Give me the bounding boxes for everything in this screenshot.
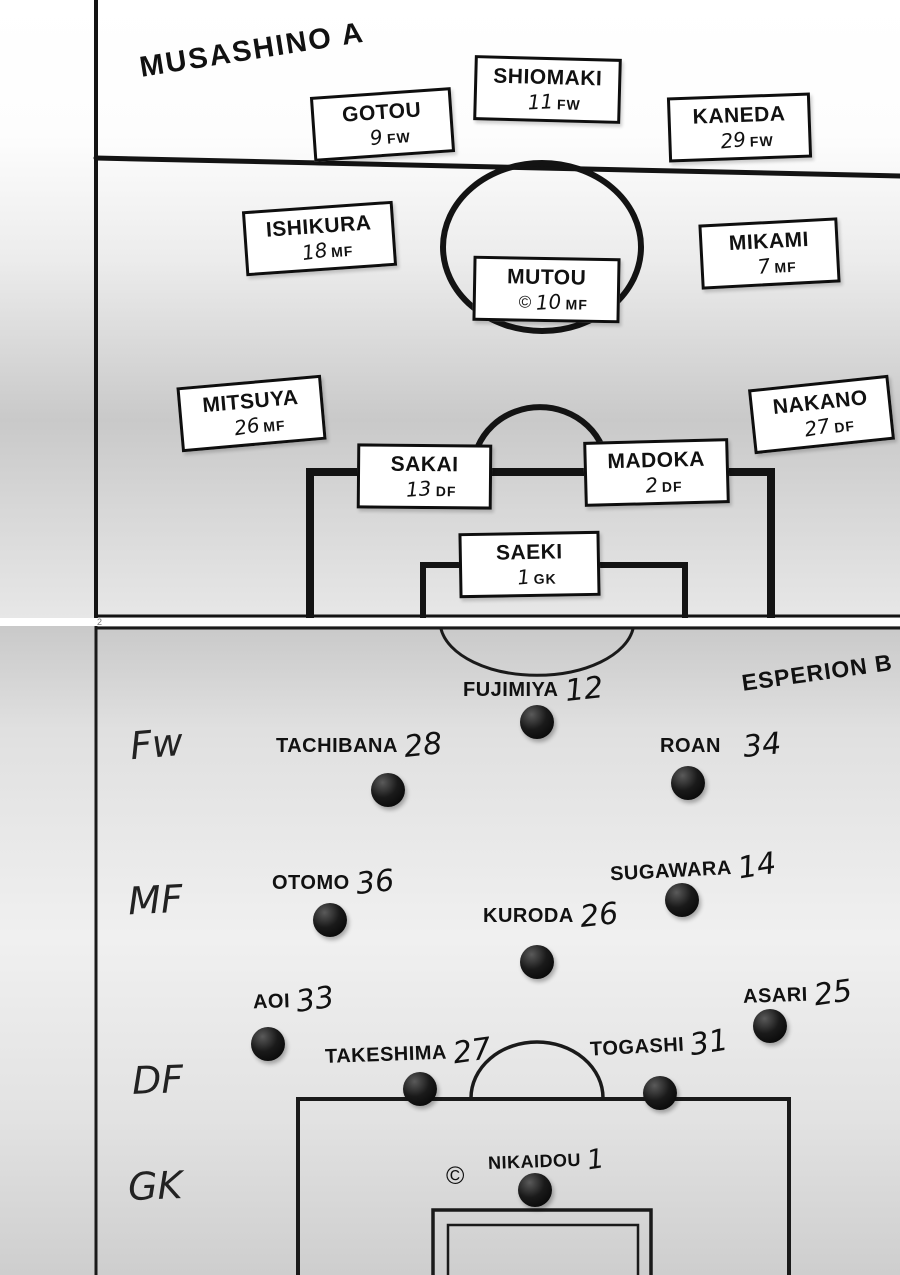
position-label-fw: Fw [128,719,185,769]
player-position: MF [565,296,588,313]
player-name: NIKAIDOU [487,1149,582,1174]
player-number: 10 [535,289,563,315]
player-name: ASARI [742,983,809,1008]
player-number: 1 [515,564,531,590]
captain-mark: © [518,292,532,312]
player-dot-otomo [313,903,347,937]
player-number: 33 [293,979,337,1020]
player-number: 27 [450,1031,494,1072]
player-dot-aoi [251,1027,285,1061]
player-dot-takeshima [403,1072,437,1106]
player-label-togashi: TOGASHI31 [589,1022,731,1066]
player-dot-sugawara [665,883,699,917]
player-dot-kuroda [520,945,554,979]
player-name: SAKAI [390,452,459,477]
player-number: 34 [741,726,783,765]
player-number: 11 [527,89,554,115]
player-number: 26 [232,412,261,441]
player-name: MUTOU [506,265,587,290]
player-label-roan: ROAN 34 [660,726,783,765]
player-name: TACHIBANA [276,735,398,757]
position-label-mf: MF [126,876,184,924]
player-dot-togashi [643,1076,677,1110]
player-dot-nikaidou [518,1173,552,1207]
player-number: 7 [756,253,772,280]
player-position: MF [774,258,798,276]
player-name: SUGAWARA [609,856,733,886]
player-number: 1 [584,1143,607,1177]
player-name: SHIOMAKI [493,64,603,91]
player-position: DF [661,478,683,495]
player-name: TAKESHIMA [324,1041,448,1068]
player-number: 13 [405,476,433,502]
player-number: 2 [644,472,659,498]
position-label-gk: GK [127,1163,184,1209]
player-name: ROAN [660,735,721,757]
player-number: 29 [719,127,747,154]
player-position: DF [435,483,457,500]
pitch-lines-bottom [94,626,900,1275]
player-number: 18 [300,237,329,266]
player-number: 9 [368,124,385,151]
player-position: MF [262,417,287,436]
player-number: 14 [735,845,779,887]
player-dot-tachibana [371,773,405,807]
player-name: MADOKA [607,447,706,474]
player-number: 27 [802,413,833,442]
player-name: TOGASHI [589,1033,685,1061]
player-dot-fujimiya [520,705,554,739]
player-name: FUJIMIYA [463,679,559,701]
player-position: GK [533,570,557,588]
player-name: KURODA [483,905,574,927]
player-number: 12 [562,670,605,709]
player-name: KANEDA [692,102,786,129]
player-position: DF [833,417,856,436]
panel-number: 2 [97,617,103,627]
player-number: 26 [578,896,620,935]
player-position: MF [330,242,354,261]
player-position: FW [749,132,774,150]
captain-mark: © [446,1162,465,1190]
player-dot-asari [753,1009,787,1043]
player-number: 25 [811,973,855,1014]
player-name: SAEKI [495,540,563,565]
player-name: AOI [252,990,291,1014]
player-number: 36 [353,863,396,902]
position-label-df: DF [131,1057,184,1103]
player-position: FW [556,96,581,113]
player-number: 31 [687,1022,731,1064]
player-position: FW [386,129,412,147]
player-number: 28 [402,726,444,765]
player-name: OTOMO [272,872,350,894]
player-dot-roan [671,766,705,800]
